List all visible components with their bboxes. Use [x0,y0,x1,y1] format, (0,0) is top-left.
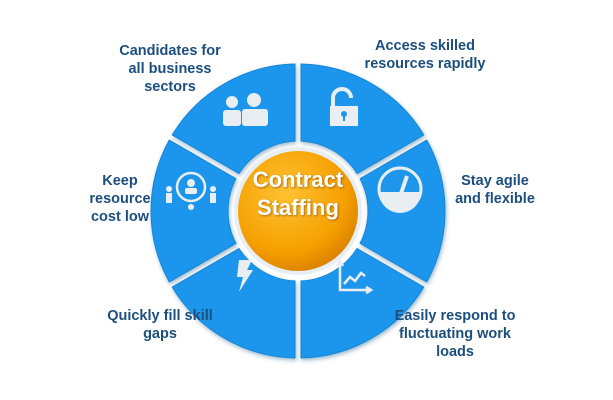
people-icon [223,93,268,126]
label-stay-agile: Stay agile and flexible [455,173,535,207]
gauge-icon [377,166,423,213]
lightning-icon [237,260,253,292]
team-network-icon [166,171,216,210]
label-access-skilled: Access skilled resources rapidly [364,38,486,72]
center-title: Contract Staffing [252,167,344,220]
label-easily-respond: Easily respond to fluctuating work loads [394,308,516,360]
label-quickly-fill: Quickly fill skill gaps [107,308,213,342]
lock-icon [330,87,358,126]
chart-icon [335,258,374,295]
label-keep-cost-low: Keep resource cost low [89,173,151,225]
wheel-segment [300,63,425,174]
wheel-segment [171,248,296,359]
wheel-segment [150,139,237,283]
center-circle [238,151,358,271]
label-candidates: Candidates for all business sectors [119,43,221,95]
